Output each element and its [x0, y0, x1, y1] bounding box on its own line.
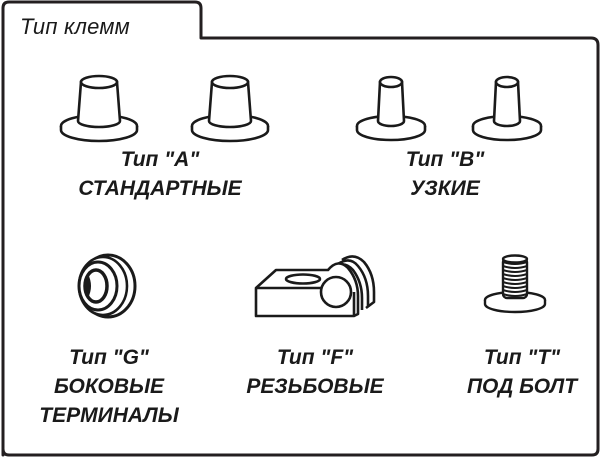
terminal-type-a: Тип "A" — [120, 148, 200, 171]
terminal-name-t: ПОД БОЛТ — [466, 375, 578, 398]
terminal-type-f: Тип "F" — [276, 346, 354, 369]
terminal-name-g-line1: БОКОВЫЕ — [53, 375, 165, 398]
side-terminal-icon — [77, 253, 137, 319]
panel-title: Тип клемм — [20, 14, 130, 39]
terminal-label-a: Тип "A" СТАНДАРТНЫЕ — [60, 145, 260, 203]
tall-terminal-icon — [190, 74, 270, 143]
threaded-terminal-icon — [254, 255, 376, 318]
tall-terminal-icon — [59, 74, 139, 143]
terminal-type-g: Тип "G" — [69, 346, 149, 369]
terminal-type-b: Тип "B" — [405, 148, 485, 171]
bolt-terminal-icon — [483, 254, 547, 314]
terminal-label-f: Тип "F" РЕЗЬБОВЫЕ — [215, 343, 415, 401]
terminal-name-g-line2: ТЕРМИНАЛЫ — [39, 404, 179, 427]
terminal-label-b: Тип "B" УЗКИЕ — [345, 145, 545, 203]
narrow-terminal-icon — [355, 75, 427, 142]
terminal-name-b: УЗКИЕ — [410, 177, 480, 200]
terminal-name-f: РЕЗЬБОВЫЕ — [246, 375, 384, 398]
terminal-label-g: Тип "G" БОКОВЫЕ ТЕРМИНАЛЫ — [4, 343, 214, 430]
terminal-name-a: СТАНДАРТНЫЕ — [78, 177, 242, 200]
terminal-type-t: Тип "T" — [483, 346, 561, 369]
narrow-terminal-icon — [471, 75, 543, 142]
terminal-label-t: Тип "T" ПОД БОЛТ — [422, 343, 600, 401]
